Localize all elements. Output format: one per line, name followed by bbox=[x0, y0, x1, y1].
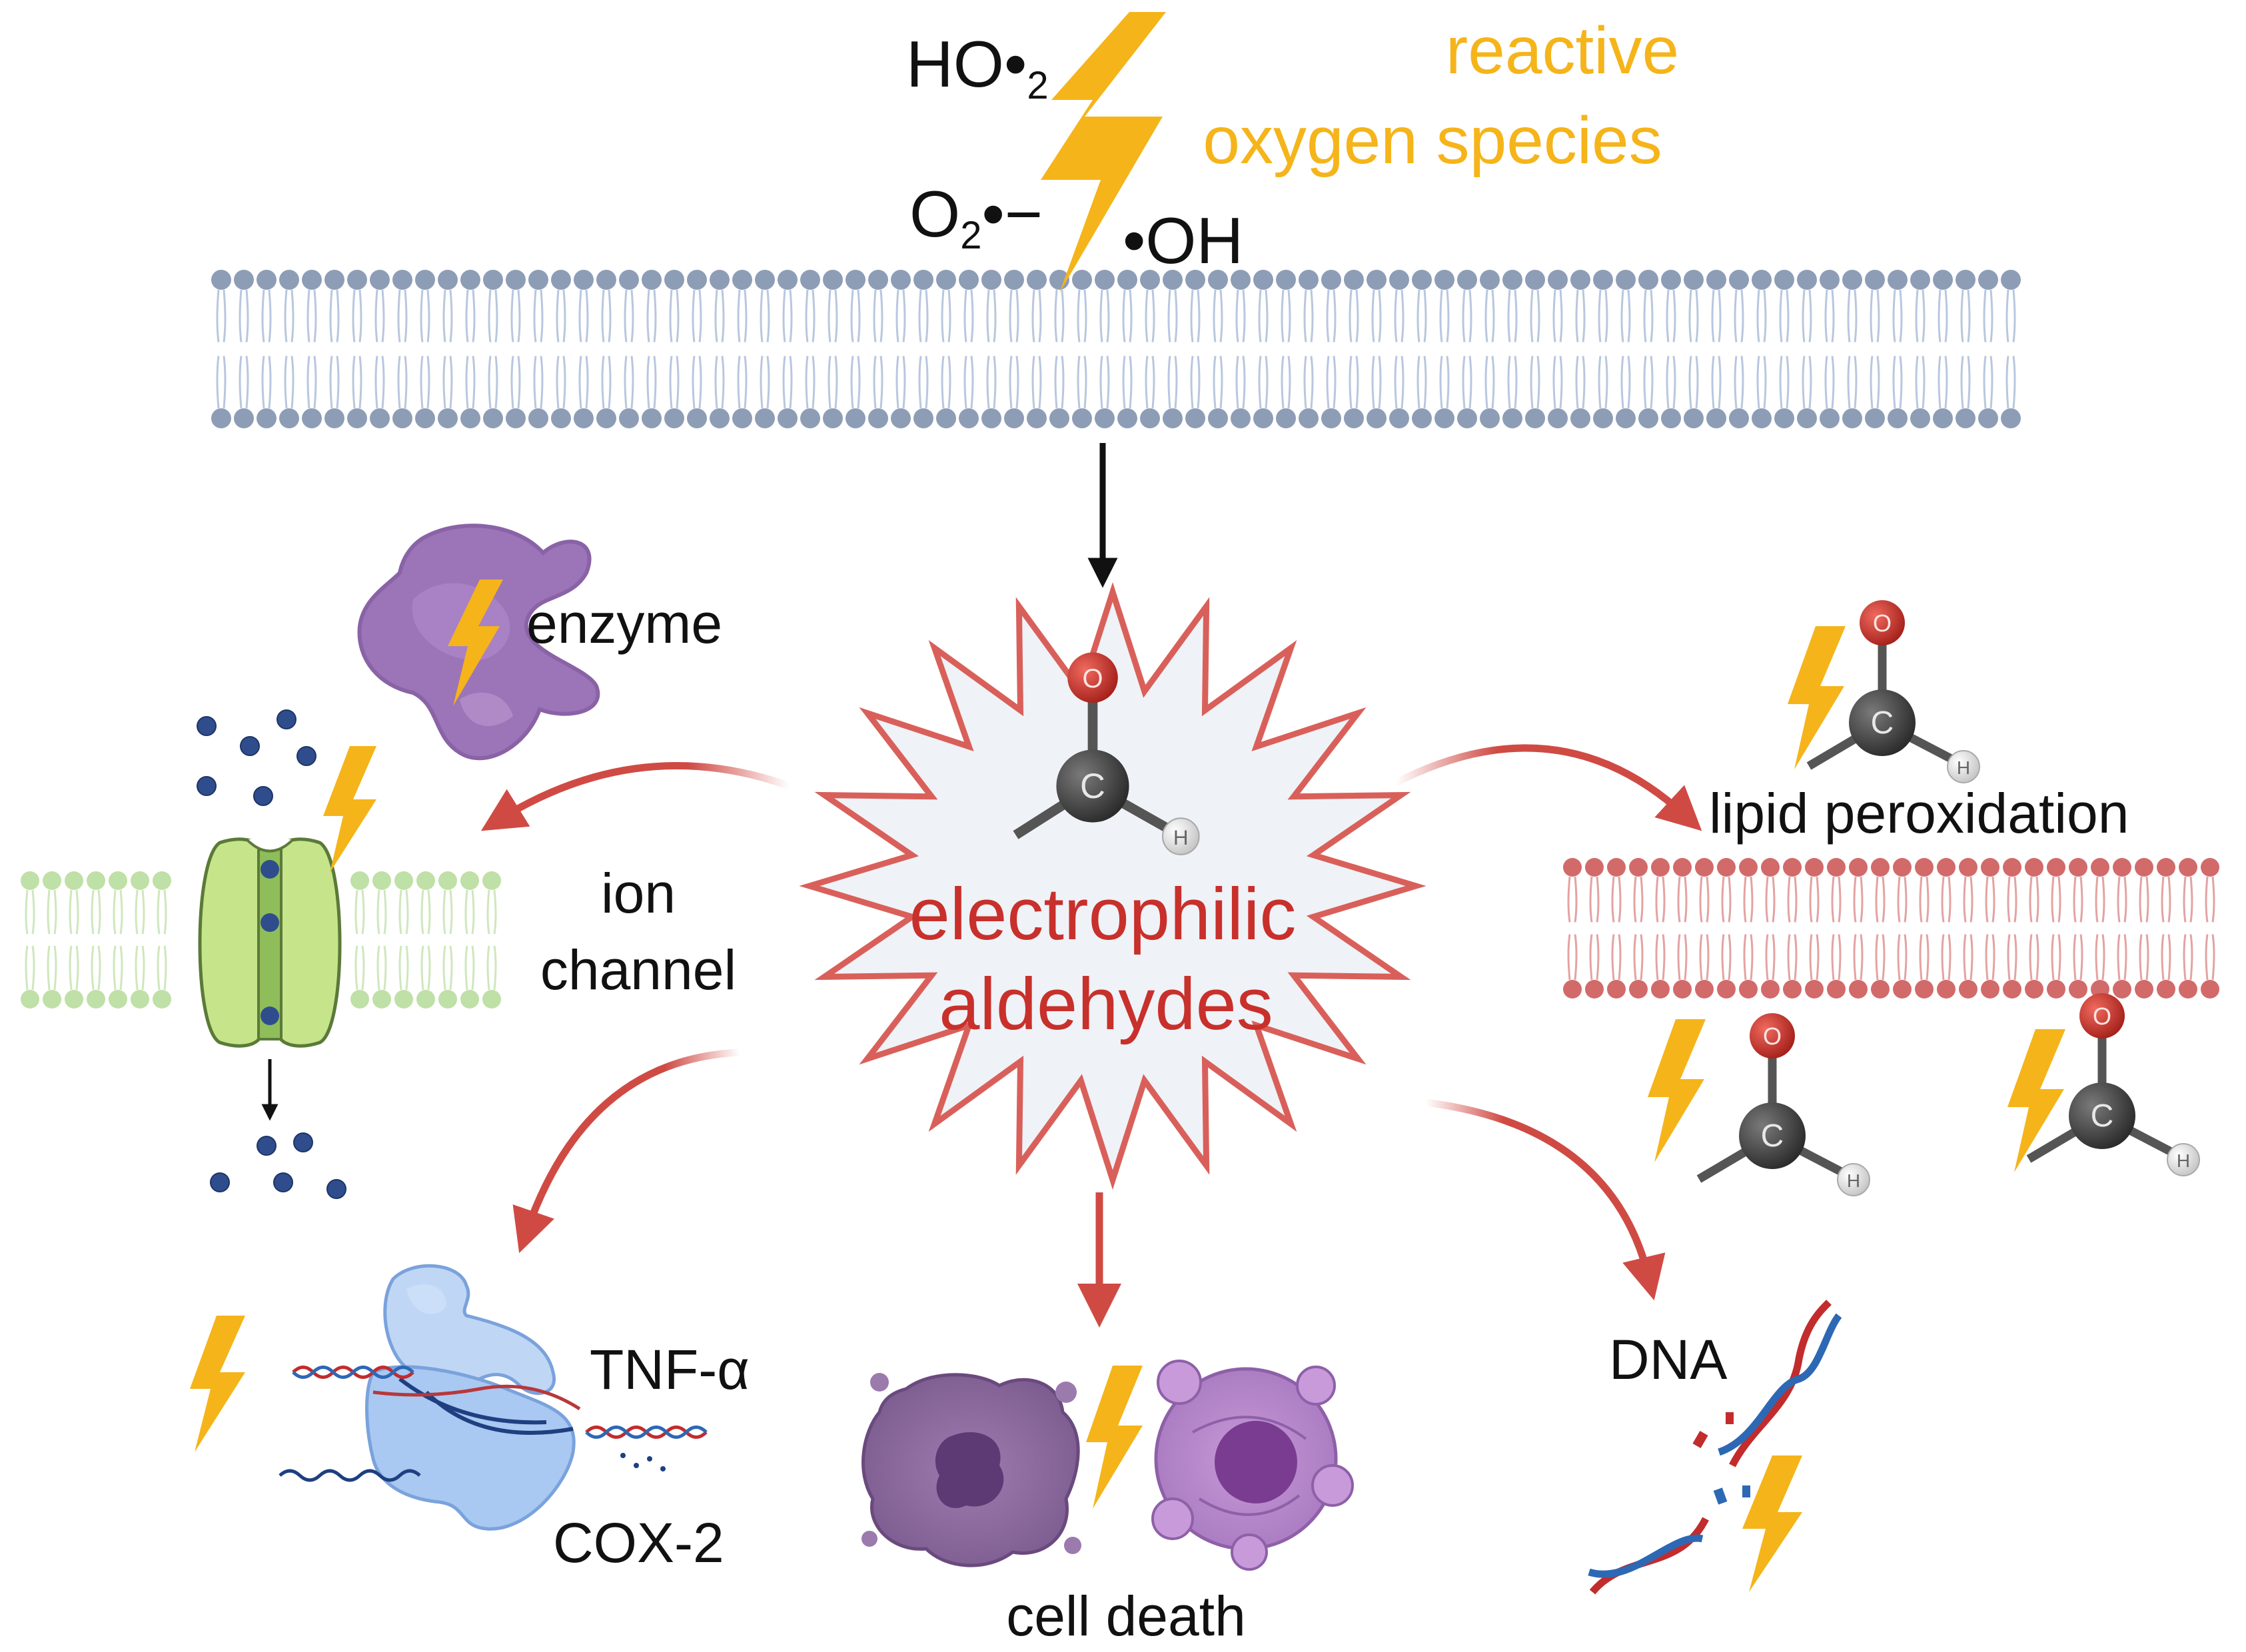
svg-text:O: O bbox=[1082, 664, 1103, 693]
aldehydes-label-line2: aldehydes bbox=[939, 963, 1273, 1045]
cell-death-bolt-icon bbox=[1086, 1366, 1143, 1509]
aldehydes-label-line1: electrophilic bbox=[909, 873, 1297, 955]
hydrogen-label: H bbox=[2177, 1150, 2190, 1171]
aldehyde-starburst bbox=[799, 582, 1426, 1190]
hydrogen-label: H bbox=[1847, 1170, 1860, 1191]
lipid-bolt-icon bbox=[2007, 1029, 2065, 1172]
ros-lightning-bolt-icon bbox=[1041, 12, 1166, 293]
lipid-bolt-icon bbox=[1788, 626, 1846, 769]
carbon-label: C bbox=[1761, 1118, 1784, 1154]
apoptotic-cell-icon bbox=[1151, 1360, 1354, 1571]
ros-title-line2: oxygen species bbox=[1203, 103, 1662, 178]
lipid-peroxidation-label: lipid peroxidation bbox=[1709, 782, 2129, 845]
oxygen-label: O bbox=[1873, 610, 1892, 637]
ion-channel-bolt-icon bbox=[323, 746, 376, 873]
transcription-complex-icon bbox=[279, 1264, 708, 1531]
lipid-bolt-icon bbox=[1648, 1019, 1706, 1162]
center-aldehyde-molecule: O C H bbox=[1013, 652, 1200, 855]
ros-superoxide: O2•− bbox=[909, 177, 1043, 257]
ion-channel-label-line1: ion bbox=[601, 862, 676, 925]
aldehyde-molecule-icon: O C H bbox=[2026, 993, 2200, 1176]
oxygen-label: O bbox=[1763, 1023, 1782, 1050]
dna-label: DNA bbox=[1609, 1328, 1727, 1391]
oxygen-atom-icon bbox=[1067, 652, 1118, 703]
ros-title-line1: reactive bbox=[1446, 13, 1679, 88]
mrna-strand bbox=[279, 1469, 421, 1482]
enzyme-label: enzyme bbox=[526, 592, 722, 655]
necrotic-cell-icon bbox=[861, 1373, 1081, 1567]
arrow-to-lipid bbox=[1394, 744, 1702, 831]
carbon-label: C bbox=[1871, 705, 1894, 741]
broken-dna-icon bbox=[1588, 1300, 1842, 1595]
lipid-membrane-peroxidized bbox=[1563, 858, 2219, 999]
arrow-to-dna bbox=[1425, 1098, 1666, 1301]
cell-death-label: cell death bbox=[1006, 1585, 1246, 1647]
ion-channel-icon bbox=[198, 837, 342, 1048]
arrow-to-ion-channel bbox=[480, 762, 791, 831]
carbon-label: C bbox=[2091, 1098, 2114, 1134]
ion-particles bbox=[197, 709, 346, 1199]
cell-membrane-top bbox=[211, 270, 2021, 428]
tnf-alpha-label: TNF-α bbox=[590, 1338, 750, 1401]
dna-bolt-icon bbox=[1742, 1455, 1802, 1592]
lipid-aldehyde-molecules: O C H O C H O C H bbox=[1648, 600, 2200, 1196]
cox2-label: COX-2 bbox=[553, 1511, 724, 1574]
ros-hydroperoxyl: HO•2 bbox=[906, 27, 1049, 107]
carbon-atom-icon bbox=[1056, 749, 1129, 823]
arrow-to-tnf bbox=[512, 1048, 740, 1254]
svg-text:H: H bbox=[1173, 825, 1189, 849]
aldehyde-molecule-icon: O C H bbox=[1696, 1013, 1870, 1196]
enzyme-bolt-icon bbox=[448, 580, 503, 706]
cell-membrane-ion-channel bbox=[21, 871, 501, 1009]
ion-channel-label-line2: channel bbox=[540, 939, 736, 1001]
tnf-bolt-icon bbox=[190, 1316, 245, 1452]
ros-hydroxyl: •OH bbox=[1123, 204, 1243, 277]
svg-text:C: C bbox=[1080, 767, 1105, 806]
aldehyde-molecule-icon: O C H bbox=[1806, 600, 1980, 783]
hydrogen-atom-icon bbox=[1161, 817, 1200, 855]
oxygen-label: O bbox=[2093, 1003, 2111, 1030]
hydrogen-label: H bbox=[1957, 757, 1970, 778]
